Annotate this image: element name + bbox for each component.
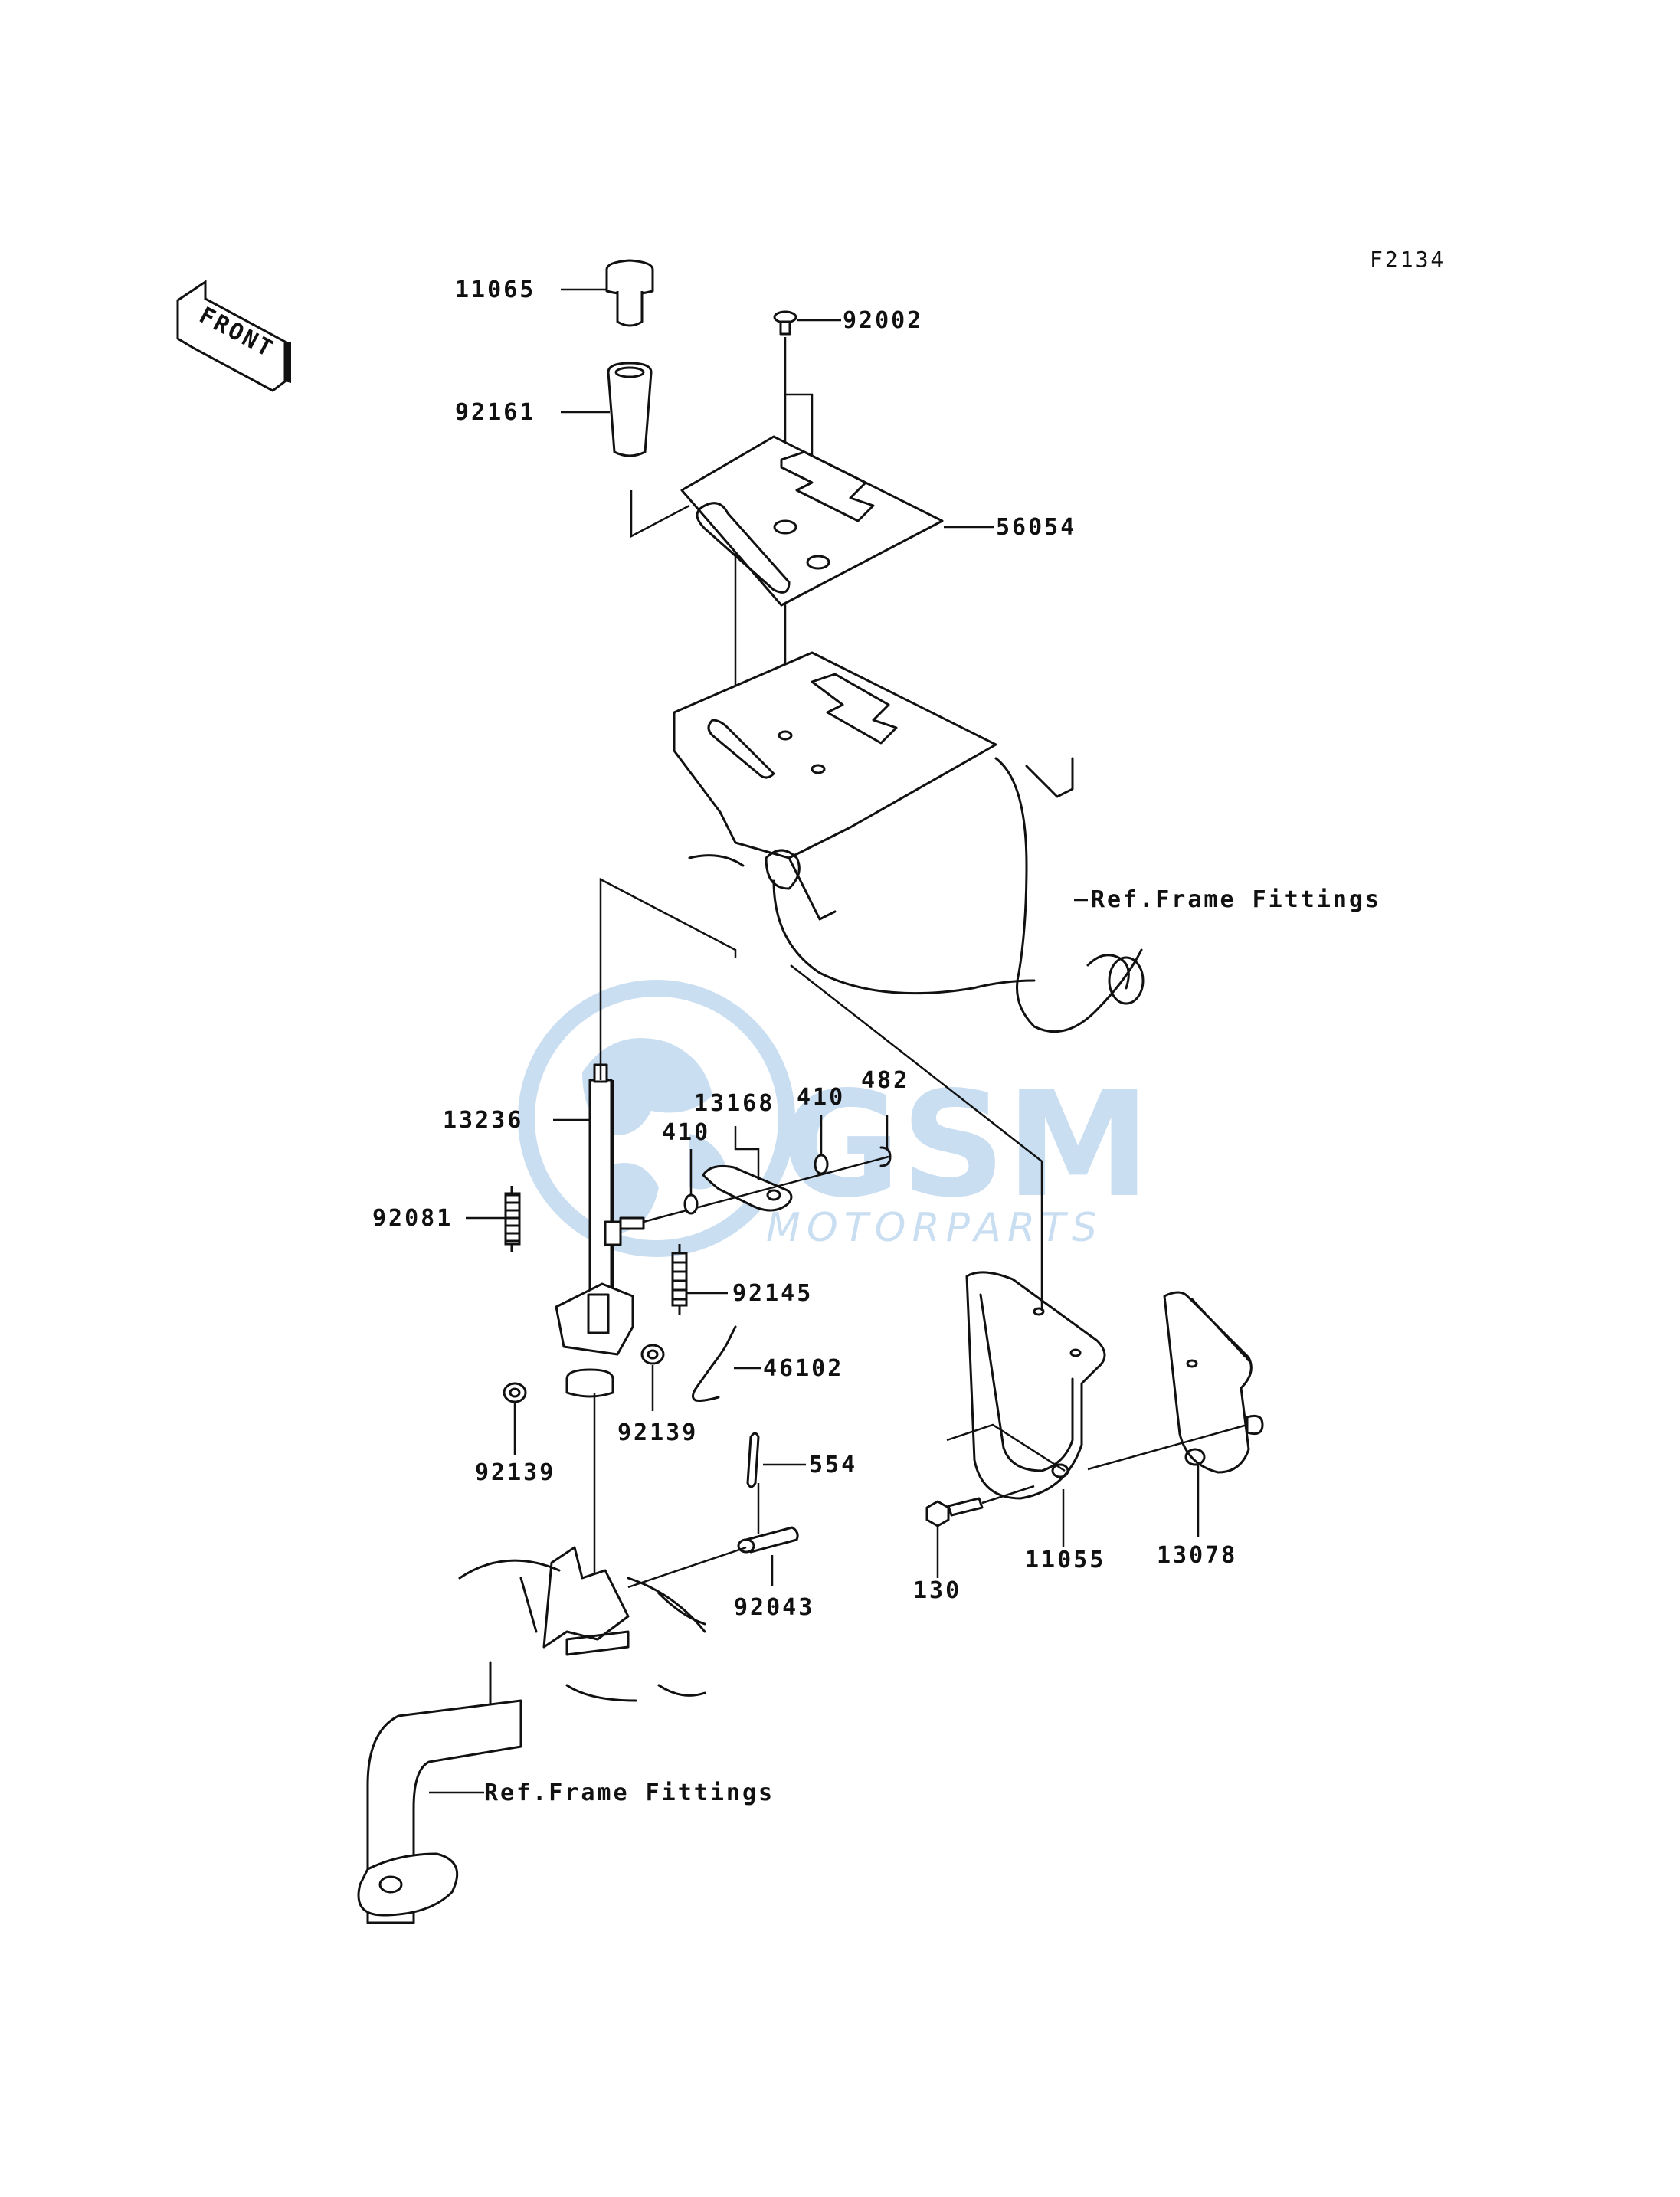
part-92161-grip: [607, 362, 653, 457]
part-554-cotter-pin: [746, 1432, 760, 1488]
part-92139-bushing-left: [503, 1382, 527, 1403]
part-number-92145: 92145: [732, 1280, 813, 1307]
part-number-13236: 13236: [443, 1107, 523, 1134]
part-number-46102: 46102: [763, 1355, 843, 1382]
part-410-clip-a: [683, 1193, 699, 1215]
watermark: GSM MOTORPARTS: [518, 980, 1151, 1257]
part-482-clip: [879, 1146, 892, 1167]
part-number-11055: 11055: [1025, 1547, 1105, 1573]
part-92139-bushing-right: [640, 1344, 665, 1365]
part-number-482: 482: [861, 1067, 909, 1094]
part-number-92043: 92043: [734, 1594, 814, 1621]
part-number-92002: 92002: [843, 307, 923, 334]
part-pivot-block: [555, 1282, 634, 1398]
part-number-92081: 92081: [372, 1205, 453, 1232]
part-number-13078: 13078: [1157, 1542, 1237, 1569]
part-92145-spring-icon: [671, 1244, 688, 1315]
part-46102-rod: [692, 1325, 737, 1402]
part-number-11065: 11065: [455, 277, 535, 303]
part-lever-pin-bracket: [604, 1216, 645, 1246]
part-number-410-b: 410: [797, 1084, 845, 1111]
part-number-554: 554: [809, 1452, 857, 1478]
part-number-92139-right: 92139: [617, 1419, 698, 1446]
part-number-92139-left: 92139: [475, 1459, 555, 1486]
part-labels: 11065 92002 92161 56054 13236 13168 410 …: [372, 277, 1381, 1806]
ref-frame-fittings-lower: Ref.Frame Fittings: [484, 1780, 775, 1806]
figure-code: F2134: [1370, 247, 1446, 272]
part-pedal-frame: [357, 1546, 706, 1924]
watermark-sub: MOTORPARTS: [766, 1205, 1103, 1251]
ref-frame-fittings-upper: Ref.Frame Fittings: [1091, 886, 1381, 913]
part-13168-lever: [702, 1164, 793, 1212]
front-arrow-icon: FRONT: [176, 280, 291, 392]
part-11065-knob: [605, 259, 654, 327]
part-number-92161: 92161: [455, 399, 535, 426]
part-130-bolt: [925, 1497, 984, 1527]
part-number-130: 130: [913, 1577, 961, 1604]
part-frame-bracket: [673, 651, 1145, 1033]
part-410-clip-b: [814, 1154, 829, 1175]
part-92081-spring-icon: [504, 1186, 521, 1252]
part-11055-plate: [965, 1271, 1106, 1500]
watermark-brand: GSM: [781, 1060, 1151, 1229]
part-92043-pin: [737, 1526, 799, 1554]
part-56054-shift-plate: [680, 435, 944, 607]
part-number-13168: 13168: [694, 1090, 775, 1117]
part-13236-shift-shaft: [588, 1063, 613, 1296]
part-number-56054: 56054: [996, 514, 1076, 541]
part-number-410-a: 410: [662, 1119, 710, 1146]
part-92002-screw: [773, 310, 797, 336]
watermark-globe-icon: [518, 980, 795, 1257]
part-13078-sector: [1163, 1291, 1264, 1474]
